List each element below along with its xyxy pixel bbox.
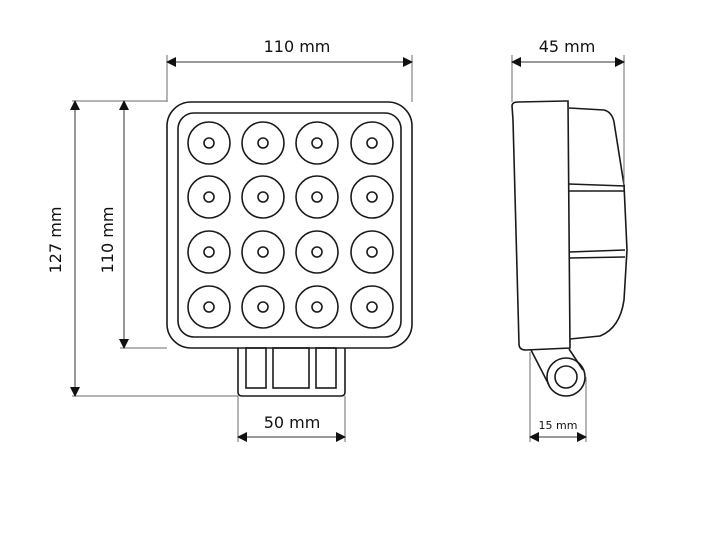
front-view: [166, 101, 413, 397]
side-rear-housing: [568, 107, 628, 340]
bracket-width-label: 15 mm: [539, 419, 578, 432]
led-icon: [187, 285, 231, 329]
side-bracket: [530, 348, 586, 397]
led-icon: [241, 121, 285, 165]
mounting-bracket: [237, 347, 346, 397]
led-icon: [350, 230, 394, 274]
led-icon: [241, 175, 285, 219]
led-icon: [187, 230, 231, 274]
housing-inner-outline: [177, 112, 402, 338]
dimension-mount-width: 50 mm: [237, 396, 346, 442]
led-icon: [187, 175, 231, 219]
led-icon: [295, 121, 339, 165]
led-icon: [295, 285, 339, 329]
side-depth-label: 45 mm: [539, 37, 596, 56]
dimension-front-width: 110 mm: [166, 37, 413, 102]
body-height-label: 110 mm: [98, 207, 117, 274]
front-width-label: 110 mm: [264, 37, 331, 56]
side-view: [511, 100, 628, 397]
led-icon: [350, 175, 394, 219]
side-front-block: [511, 100, 571, 351]
dimension-bracket-width: 15 mm: [529, 352, 587, 442]
led-icon: [241, 285, 285, 329]
led-grid: [187, 121, 394, 329]
dimension-total-height: 127 mm: [46, 100, 238, 397]
led-icon: [295, 230, 339, 274]
dimension-side-depth: 45 mm: [511, 37, 625, 185]
led-icon: [350, 285, 394, 329]
dimension-body-height: 110 mm: [98, 100, 167, 349]
led-icon: [350, 121, 394, 165]
mount-width-label: 50 mm: [264, 413, 321, 432]
led-icon: [295, 175, 339, 219]
led-icon: [187, 121, 231, 165]
led-icon: [241, 230, 285, 274]
total-height-label: 127 mm: [46, 207, 65, 274]
